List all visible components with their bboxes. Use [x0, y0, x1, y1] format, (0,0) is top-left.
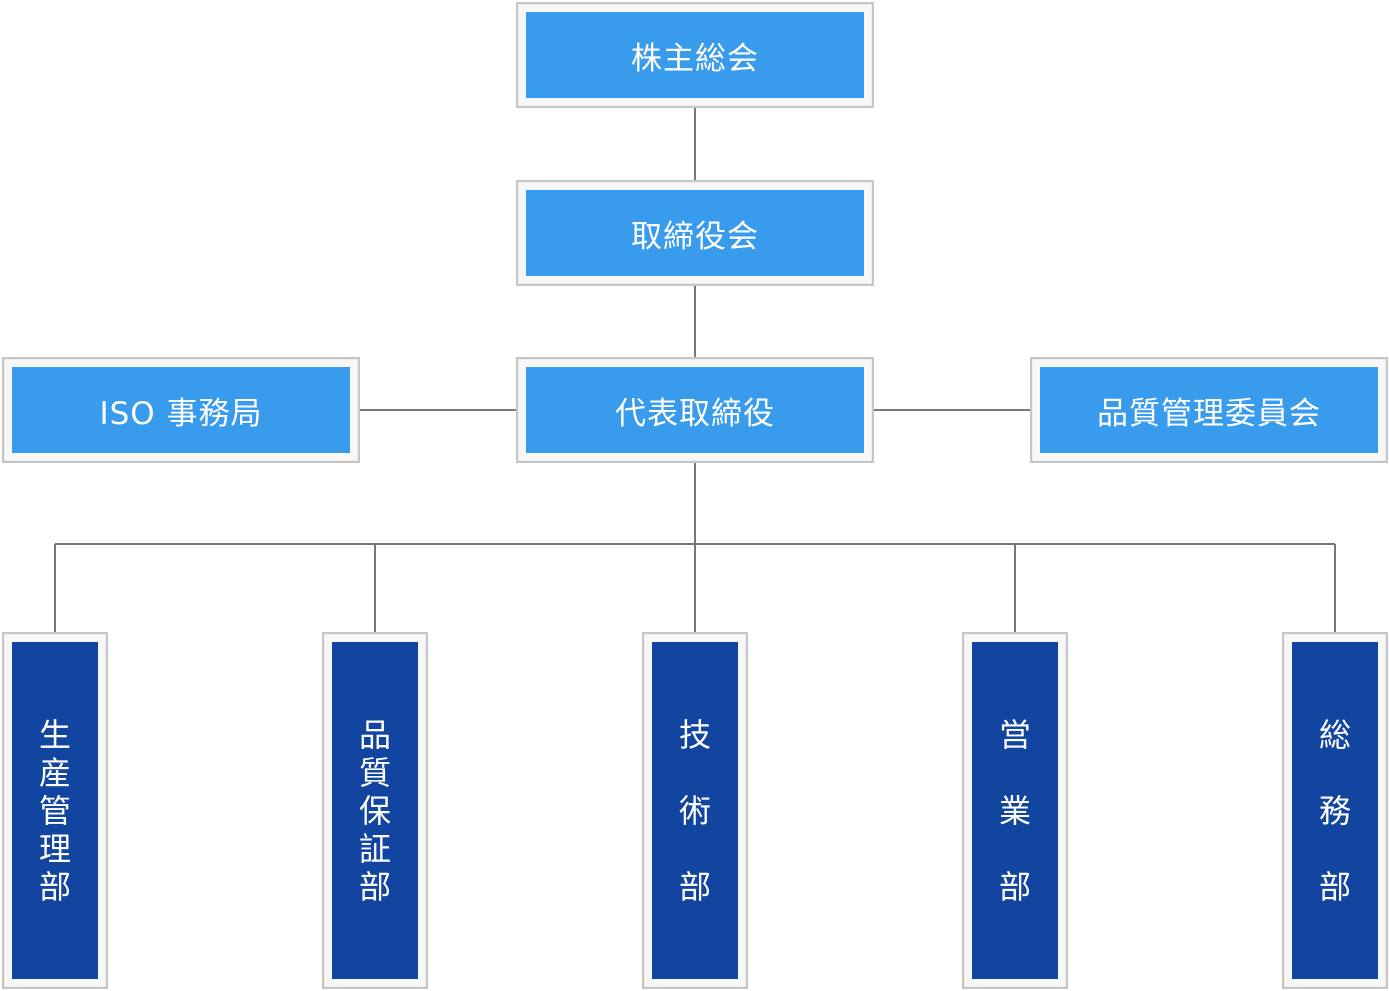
department-quality-assurance-node: 品質保証部: [322, 632, 428, 989]
shareholders-meeting-node: 株主総会: [516, 2, 874, 108]
iso-office-box: ISO 事務局: [12, 367, 350, 453]
board-of-directors-label: 取締役会: [631, 218, 759, 255]
department-engineering-box: 技術部: [652, 642, 738, 979]
board-of-directors-node: 取締役会: [516, 180, 874, 286]
quality-committee-box: 品質管理委員会: [1040, 367, 1378, 453]
department-general-affairs-box: 総務部: [1292, 642, 1378, 979]
representative-director-box: 代表取締役: [526, 367, 864, 453]
department-engineering-label: 技術部: [679, 715, 712, 906]
department-general-affairs-label: 総務部: [1319, 715, 1352, 906]
iso-office-label: ISO 事務局: [99, 395, 263, 432]
department-quality-assurance-box: 品質保証部: [332, 642, 418, 979]
shareholders-meeting-box: 株主総会: [526, 12, 864, 98]
department-production-control-node: 生産管理部: [2, 632, 108, 989]
representative-director-node: 代表取締役: [516, 357, 874, 463]
shareholders-meeting-label: 株主総会: [631, 40, 759, 77]
department-general-affairs-node: 総務部: [1282, 632, 1388, 989]
quality-committee-label: 品質管理委員会: [1097, 395, 1321, 432]
department-engineering-node: 技術部: [642, 632, 748, 989]
department-production-control-label: 生産管理部: [39, 715, 72, 906]
department-production-control-box: 生産管理部: [12, 642, 98, 979]
department-sales-label: 営業部: [999, 715, 1032, 906]
department-quality-assurance-label: 品質保証部: [359, 715, 392, 906]
quality-committee-node: 品質管理委員会: [1030, 357, 1388, 463]
department-sales-node: 営業部: [962, 632, 1068, 989]
iso-office-node: ISO 事務局: [2, 357, 360, 463]
department-sales-box: 営業部: [972, 642, 1058, 979]
board-of-directors-box: 取締役会: [526, 190, 864, 276]
representative-director-label: 代表取締役: [615, 395, 775, 432]
